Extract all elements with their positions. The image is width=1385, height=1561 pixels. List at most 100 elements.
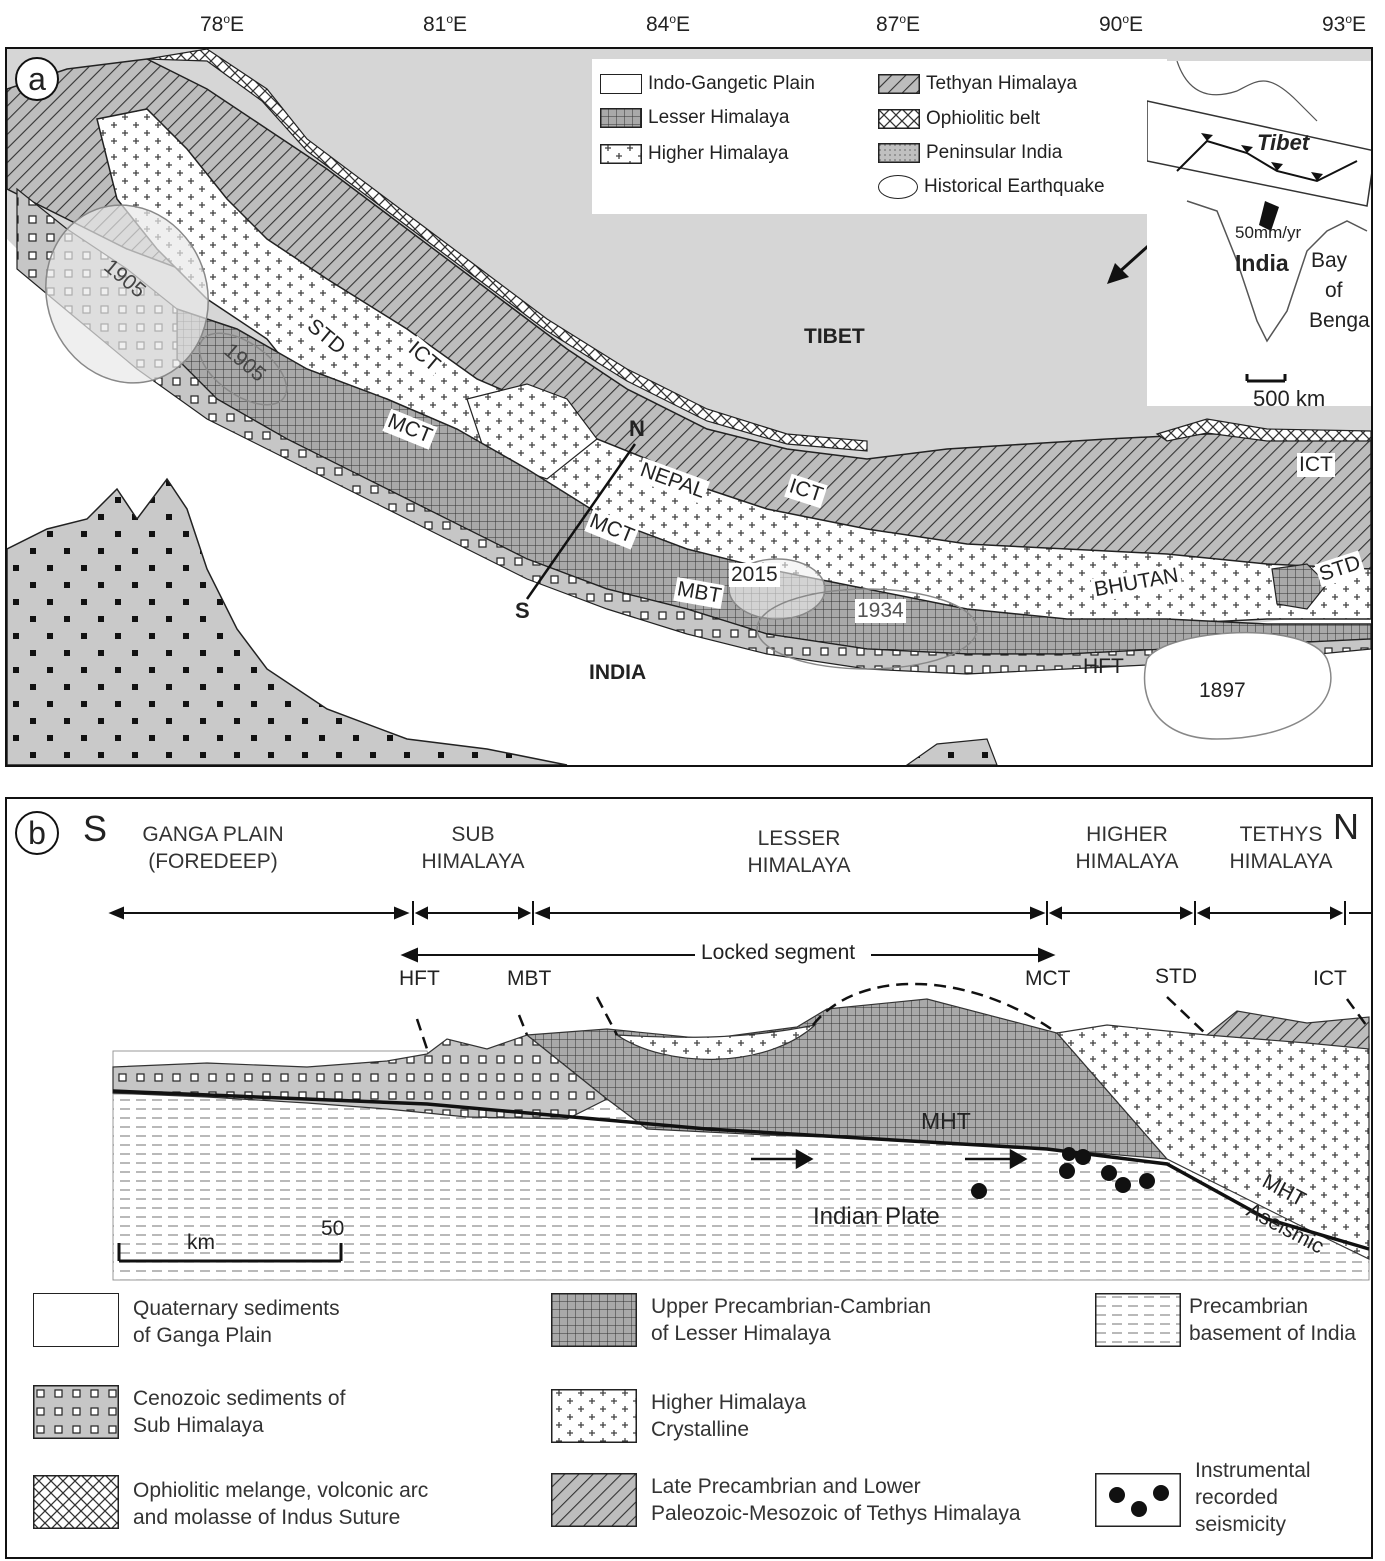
- legend-swatch-squares: [33, 1385, 119, 1439]
- fault-traces: [415, 982, 1371, 1050]
- legend-item: Higher Himalaya: [600, 143, 788, 165]
- legend-label: Precambrian: [1189, 1295, 1309, 1318]
- legend-label: Tethyan Himalaya: [926, 73, 1078, 94]
- legend-item: Historical Earthquake: [878, 175, 1105, 199]
- section-south-end: S: [83, 808, 108, 849]
- fault-label-ict: ICT: [1313, 967, 1347, 990]
- legend-label: Instrumental: [1195, 1459, 1311, 1482]
- region-tibet: TIBET: [804, 325, 865, 348]
- legend-swatch-blank: [33, 1293, 119, 1347]
- geological-map-panel: Indo-Gangetic Plain Lesser Himalaya High…: [5, 47, 1373, 767]
- india-outline: [1186, 200, 1368, 343]
- legend-label: Lesser Himalaya: [648, 107, 790, 128]
- longitude-label: 81oE: [422, 12, 468, 36]
- fault-label-mct: MCT: [1025, 967, 1071, 990]
- inset-rate-label: 50mm/yr: [1235, 223, 1302, 242]
- lesser-himalaya-window: [1271, 563, 1328, 610]
- legend-label: Higher Himalaya: [648, 143, 789, 164]
- sub-himalaya: [16, 187, 1371, 675]
- legend-label: Cenozoic sediments of: [133, 1387, 346, 1410]
- legend-label: basement of India: [1189, 1322, 1356, 1345]
- legend-item: Indo-Gangetic Plain: [600, 73, 815, 95]
- legend-swatch-grid: [600, 108, 642, 128]
- legend-swatch-blank: [600, 74, 642, 94]
- indo-gangetic-plain: [7, 239, 1371, 765]
- inset-bay-label: Bay: [1311, 249, 1348, 272]
- instrumental-seismicity: [971, 1147, 1155, 1199]
- legend-label: seismicity: [1195, 1513, 1287, 1536]
- legend-label: Peninsular India: [926, 142, 1063, 163]
- legend-label: Ophiolitic melange, volconic arc: [133, 1479, 429, 1502]
- legend-item: Peninsular India: [878, 142, 1062, 164]
- region-india: INDIA: [589, 661, 647, 684]
- inset-tibet-label: Tibet: [1257, 130, 1310, 155]
- fault-label-hft: HFT: [399, 967, 440, 990]
- longitude-label: 84oE: [645, 12, 691, 36]
- longitude-label: 87oE: [875, 12, 921, 36]
- longitude-label: 93oE: [1321, 12, 1367, 36]
- legend-label: Sub Himalaya: [133, 1414, 264, 1437]
- legend-item: Precambrian basement of India: [1095, 1293, 1356, 1347]
- inset-canvas: [1146, 60, 1371, 383]
- zone-ganga-plain: GANGA PLAIN(FOREDEEP): [142, 823, 284, 873]
- legend-label: Upper Precambrian-Cambrian: [651, 1295, 932, 1318]
- legend-swatch-seismicity: [1095, 1473, 1181, 1527]
- mht-label: MHT: [921, 1108, 971, 1134]
- legend-item: Tethyan Himalaya: [878, 73, 1077, 95]
- earthquake-1905-ellipse: [45, 204, 209, 384]
- tethys-himalaya-unit: [1205, 1010, 1370, 1050]
- map-legend: Indo-Gangetic Plain Lesser Himalaya High…: [592, 59, 1167, 214]
- inset-india-label: India: [1235, 250, 1289, 276]
- legend-label: Paleozoic-Mesozoic of Tethys Himalaya: [651, 1502, 1021, 1525]
- longitude-label: 90oE: [1098, 12, 1144, 36]
- legend-swatch-plus: [600, 144, 642, 164]
- peninsular-india-east: [905, 738, 998, 765]
- legend-label: Historical Earthquake: [924, 176, 1105, 197]
- inset-locator-map: Tibet 50mm/yr India Bay of Benga 500 km: [1146, 60, 1371, 411]
- ophiolitic-belt: [146, 49, 868, 452]
- section-south-label: S: [515, 598, 530, 623]
- legend-swatch-dots: [878, 143, 920, 163]
- ophiolitic-belt-east: [1155, 418, 1371, 442]
- fault-label-hft: HFT: [1083, 655, 1124, 678]
- earthquake-1897-ellipse: [1143, 631, 1332, 740]
- earthquake-year-label: 1934: [855, 599, 906, 623]
- legend-label: Crystalline: [651, 1418, 750, 1441]
- legend-swatch-dash: [1095, 1293, 1181, 1347]
- fault-label-mbt: MBT: [507, 967, 552, 990]
- peninsular-india: [7, 477, 568, 765]
- earthquake-year-label: 2015: [729, 563, 780, 587]
- scale-unit-label: km: [187, 1231, 215, 1254]
- inset-bay-label: of: [1325, 279, 1343, 302]
- legend-label: Ophiolitic belt: [926, 108, 1041, 129]
- earthquake-year-label: 1897: [1199, 679, 1246, 702]
- plate-motion-arrow: [1259, 201, 1279, 231]
- legend-label: Higher Himalaya: [651, 1391, 807, 1414]
- panel-b-label: b: [15, 811, 59, 855]
- longitude-label: 78oE: [199, 12, 245, 36]
- legend-swatch-ellipse: [878, 175, 918, 199]
- zone-extent-arrows: [108, 901, 1371, 925]
- legend-label: recorded: [1195, 1486, 1278, 1509]
- legend-item: Cenozoic sediments of Sub Himalaya: [33, 1385, 345, 1439]
- inset-pointer-arrowhead: [1107, 263, 1129, 284]
- legend-label: Quaternary sediments: [133, 1297, 340, 1320]
- section-line: [525, 443, 637, 600]
- section-north-label: N: [629, 416, 645, 441]
- higher-himalaya-klippe: [614, 1023, 818, 1060]
- legend-item: Instrumental recorded seismicity: [1095, 1457, 1311, 1538]
- legend-item: Ophiolitic belt: [878, 108, 1040, 130]
- fault-label-ict: ICT: [1297, 453, 1335, 477]
- earthquake-1905b-ellipse: [198, 332, 288, 406]
- slip-arrows: [751, 1148, 1028, 1170]
- longitude-axis: 78oE 81oE 84oE 87oE 90oE 93oE: [0, 12, 1385, 59]
